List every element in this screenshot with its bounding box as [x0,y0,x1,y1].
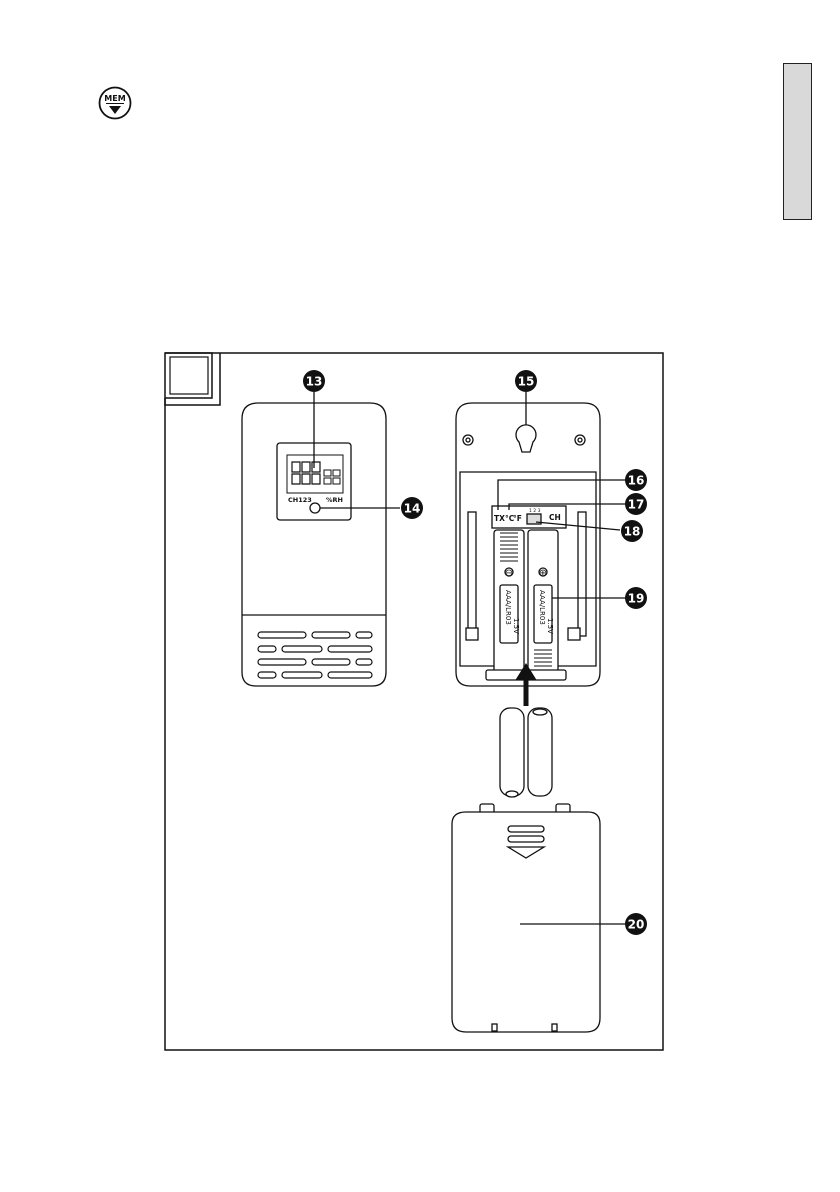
fahrenheit-label: °F [513,514,522,523]
ch-switch-positions: 1 2 3 [529,508,541,514]
svg-text:20: 20 [628,918,645,932]
ch-label: CH [549,513,561,522]
loose-batteries [500,708,552,797]
callout-17: 17 [625,493,647,515]
battery-voltage-right: 1.5V [546,618,554,634]
svg-text:15: 15 [518,375,535,389]
callout-16: 16 [625,469,647,491]
svg-text:13: 13 [306,375,323,389]
callout-20: 20 [625,913,647,935]
figure-number-box [165,353,212,398]
sensor-back [456,403,600,686]
led-indicator [310,503,320,513]
battery-polarity-right: ⊕ [539,568,547,579]
battery-label-right: AAA/LR03 [538,590,546,625]
callout-13: 13 [303,370,325,392]
callout-15: 15 [515,370,537,392]
battery-cover [452,804,600,1032]
lcd-channel-text: CH123 [288,496,312,504]
battery-polarity-left: ⊖ [505,568,513,579]
svg-text:16: 16 [628,474,645,488]
lcd-humidity-text: %RH [326,496,343,504]
battery-voltage-left: 1.5V [512,618,520,634]
tx-label: TX [494,514,505,523]
svg-text:14: 14 [404,502,421,516]
svg-text:18: 18 [624,525,641,539]
svg-text:19: 19 [628,592,645,606]
callout-18: 18 [621,520,643,542]
svg-text:17: 17 [628,498,645,512]
callout-14: 14 [401,497,423,519]
callout-19: 19 [625,587,647,609]
battery-label-left: AAA/LR03 [504,590,512,625]
